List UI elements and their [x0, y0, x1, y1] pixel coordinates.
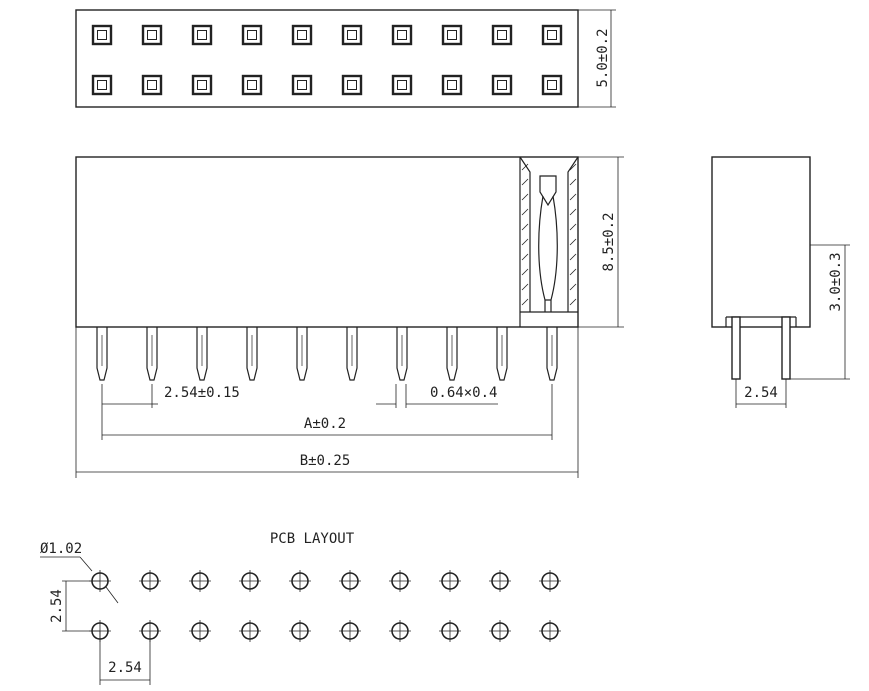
- pcb-hole: [239, 570, 261, 592]
- top-pin-socket: [341, 24, 363, 46]
- pcb-hole: [439, 620, 461, 642]
- pcb-hole-grid: [89, 570, 561, 642]
- pcb-layout-title: PCB LAYOUT: [270, 531, 355, 547]
- top-pin-socket: [191, 24, 213, 46]
- pcb-hole: [189, 570, 211, 592]
- top-pin-socket: [441, 74, 463, 96]
- top-pin-socket: [141, 74, 163, 96]
- top-pin-socket: [541, 24, 563, 46]
- top-pin-socket: [291, 24, 313, 46]
- front-pin: [346, 327, 358, 381]
- side-view-body: [711, 156, 811, 328]
- b-dim: B±0.25: [300, 453, 351, 469]
- a-dim: A±0.2: [304, 416, 346, 432]
- front-view-body: [75, 156, 579, 328]
- pcb-hole: [389, 620, 411, 642]
- pcb-hole: [489, 570, 511, 592]
- top-pin-socket: [441, 24, 463, 46]
- top-pin-socket: [241, 24, 263, 46]
- front-view: 8.5±0.2 2.54±0.15 0.64×0.4 A±0.2 B±0.25: [75, 156, 624, 478]
- top-pin-socket: [291, 74, 313, 96]
- front-pin: [196, 327, 208, 381]
- pcb-col-pitch-dim: 2.54: [108, 660, 142, 676]
- front-pin: [296, 327, 308, 381]
- top-pin-socket: [141, 24, 163, 46]
- hole-dim: Ø1.02: [40, 541, 82, 557]
- top-pin-socket: [191, 74, 213, 96]
- side-pin-length-dim: 3.0±0.3: [828, 252, 844, 311]
- front-height-dim: 8.5±0.2: [601, 212, 617, 271]
- front-pin: [396, 327, 408, 381]
- side-view: 3.0±0.3 2.54: [711, 156, 850, 408]
- top-pin-socket: [91, 24, 113, 46]
- pcb-row-pitch-dim: 2.54: [49, 589, 65, 623]
- pcb-hole: [539, 570, 561, 592]
- pcb-hole: [339, 570, 361, 592]
- front-pin: [496, 327, 508, 381]
- pitch-dim: 2.54±0.15: [164, 385, 240, 401]
- pcb-hole: [489, 620, 511, 642]
- front-pin: [546, 327, 558, 381]
- top-pin-socket: [391, 74, 413, 96]
- top-pin-socket: [491, 24, 513, 46]
- top-pin-socket: [491, 74, 513, 96]
- top-pin-socket: [241, 74, 263, 96]
- front-pin: [246, 327, 258, 381]
- side-pin-right: [781, 316, 791, 380]
- pcb-hole: [239, 620, 261, 642]
- pcb-hole: [289, 570, 311, 592]
- pcb-hole: [189, 620, 211, 642]
- top-view-pin-grid: [91, 24, 563, 96]
- pcb-hole: [389, 570, 411, 592]
- side-pin-left: [731, 316, 741, 380]
- front-pin: [446, 327, 458, 381]
- top-pin-socket: [541, 74, 563, 96]
- pcb-hole: [539, 620, 561, 642]
- pcb-layout: PCB LAYOUT Ø1.02 2.54 2.54: [40, 531, 561, 685]
- pcb-hole: [439, 570, 461, 592]
- top-pin-socket: [391, 24, 413, 46]
- front-cutaway-section: [519, 156, 579, 313]
- pcb-hole: [289, 620, 311, 642]
- side-row-pitch-dim: 2.54: [744, 385, 778, 401]
- top-pin-socket: [341, 74, 363, 96]
- front-view-pins: [96, 327, 558, 381]
- top-view: 5.0±0.2: [75, 9, 616, 108]
- front-pin: [96, 327, 108, 381]
- top-height-dim: 5.0±0.2: [595, 28, 611, 87]
- top-pin-socket: [91, 74, 113, 96]
- front-pin: [146, 327, 158, 381]
- pcb-hole: [139, 570, 161, 592]
- pin-dim: 0.64×0.4: [430, 385, 497, 401]
- pcb-hole: [339, 620, 361, 642]
